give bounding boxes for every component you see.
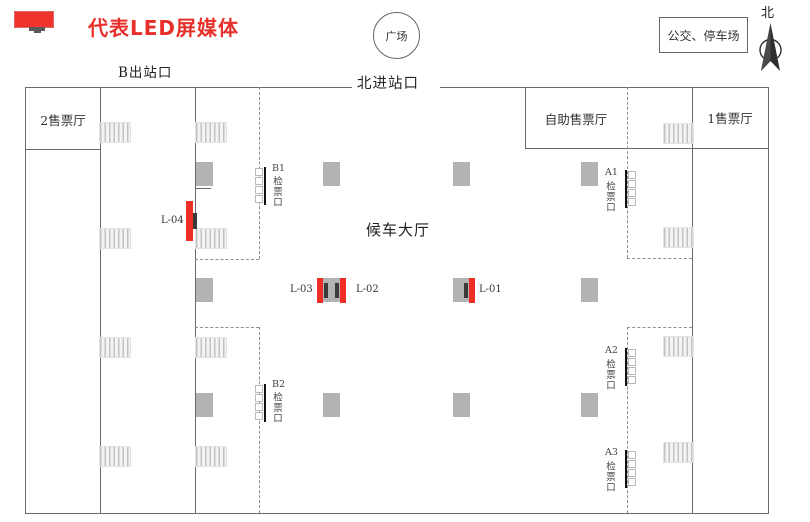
pillar bbox=[581, 278, 598, 302]
gate-B1-label: 检票口 bbox=[271, 176, 282, 208]
wall-corridor-3 bbox=[692, 87, 693, 513]
escalator bbox=[663, 227, 694, 248]
dashed-a-upper-h bbox=[627, 258, 692, 259]
north-label: 北 bbox=[761, 6, 775, 21]
plaza-circle: 广场 bbox=[373, 12, 420, 59]
pillar bbox=[323, 162, 340, 186]
gate-A3-barrier bbox=[625, 450, 627, 488]
wall-ticket2-bottom bbox=[25, 149, 100, 150]
dashed-b-lower-h bbox=[195, 327, 259, 328]
gate-A1-id: A1 bbox=[605, 167, 618, 178]
dashed-a-lower-h bbox=[627, 327, 692, 328]
room-self-service: 自助售票厅 bbox=[544, 112, 608, 127]
led-screen-L-01-mount bbox=[464, 283, 468, 298]
gate-B2-id: B2 bbox=[272, 379, 286, 390]
bus-parking-box: 公交、停车场 bbox=[659, 17, 748, 53]
escalator bbox=[99, 122, 131, 143]
escalator bbox=[663, 123, 694, 144]
compass-north-icon bbox=[759, 23, 782, 71]
north-entrance-label: 北进站口 bbox=[357, 76, 419, 92]
gate-A3-label: 检票口 bbox=[604, 461, 615, 493]
led-screen-icon-foot bbox=[34, 31, 41, 33]
screen-label-L-04: L-04 bbox=[161, 215, 184, 226]
wall-top-right bbox=[440, 87, 768, 88]
pillar bbox=[453, 393, 470, 417]
gate-A2-turnstiles bbox=[628, 349, 636, 384]
escalator bbox=[99, 337, 131, 358]
plaza-label: 广场 bbox=[385, 29, 408, 43]
pillar bbox=[581, 162, 598, 186]
wall-ticket-right-bottom bbox=[525, 148, 768, 149]
wall-jog bbox=[195, 188, 211, 189]
legend-title: 代表LED屏媒体 bbox=[88, 16, 240, 40]
pillar bbox=[581, 393, 598, 417]
gate-A2-id: A2 bbox=[605, 345, 618, 356]
gate-A1-turnstiles bbox=[628, 171, 636, 206]
dashed-b-upper-h bbox=[195, 259, 259, 260]
led-screen-L-04-mount bbox=[193, 213, 197, 229]
gate-A1-barrier bbox=[625, 170, 627, 208]
led-screen-icon bbox=[14, 11, 54, 28]
wall-bottom bbox=[25, 513, 769, 514]
screen-label-L-02: L-02 bbox=[356, 284, 379, 295]
pillar bbox=[453, 162, 470, 186]
wall-corridor-1 bbox=[100, 87, 101, 513]
escalator bbox=[99, 446, 131, 467]
gate-A3-turnstiles bbox=[628, 451, 636, 486]
wall-top-left bbox=[25, 87, 352, 88]
pillar bbox=[196, 393, 213, 417]
wall-right bbox=[768, 87, 769, 514]
escalator bbox=[195, 337, 227, 358]
wall-left bbox=[25, 87, 26, 513]
gate-B1-barrier bbox=[264, 167, 266, 205]
escalator bbox=[99, 228, 131, 249]
gate-B1-turnstiles bbox=[255, 168, 263, 203]
gate-B2-barrier bbox=[264, 384, 266, 422]
gate-B2-label: 检票口 bbox=[271, 392, 282, 424]
room-ticket-hall-1: 1售票厅 bbox=[707, 111, 753, 126]
room-ticket-hall-2: 2售票厅 bbox=[40, 113, 86, 128]
pillar bbox=[196, 278, 213, 302]
screen-label-L-01: L-01 bbox=[479, 284, 502, 295]
waiting-hall-label: 候车大厅 bbox=[366, 221, 431, 239]
wall-selfservice-left bbox=[525, 87, 526, 148]
escalator bbox=[663, 336, 694, 357]
led-screen-icon-base bbox=[29, 27, 45, 31]
gate-A1-label: 检票口 bbox=[604, 181, 615, 213]
gate-A3-id: A3 bbox=[605, 447, 618, 458]
pillar bbox=[196, 162, 213, 186]
gate-B2-turnstiles bbox=[255, 385, 263, 420]
wall-corridor-2 bbox=[195, 87, 196, 513]
led-screen-L-01 bbox=[469, 278, 475, 303]
escalator bbox=[663, 442, 694, 463]
escalator bbox=[195, 228, 227, 249]
dashed-a-upper bbox=[627, 87, 628, 258]
led-screen-L-03-mount bbox=[324, 283, 328, 298]
led-screen-L-04 bbox=[186, 201, 193, 241]
escalator bbox=[195, 446, 227, 467]
led-screen-L-03 bbox=[317, 278, 323, 303]
gate-B1-id: B1 bbox=[272, 163, 286, 174]
screen-label-L-03: L-03 bbox=[290, 284, 313, 295]
dashed-b-lower bbox=[259, 327, 260, 513]
led-screen-L-02 bbox=[340, 278, 346, 303]
dashed-a-lower bbox=[627, 327, 628, 513]
escalator bbox=[195, 122, 227, 143]
led-screen-L-02-mount bbox=[335, 283, 339, 298]
gate-A2-barrier bbox=[625, 348, 627, 386]
bus-parking-label: 公交、停车场 bbox=[667, 28, 740, 43]
gate-A2-label: 检票口 bbox=[604, 359, 615, 391]
pillar bbox=[323, 393, 340, 417]
b-exit-label: B出站口 bbox=[118, 65, 173, 81]
